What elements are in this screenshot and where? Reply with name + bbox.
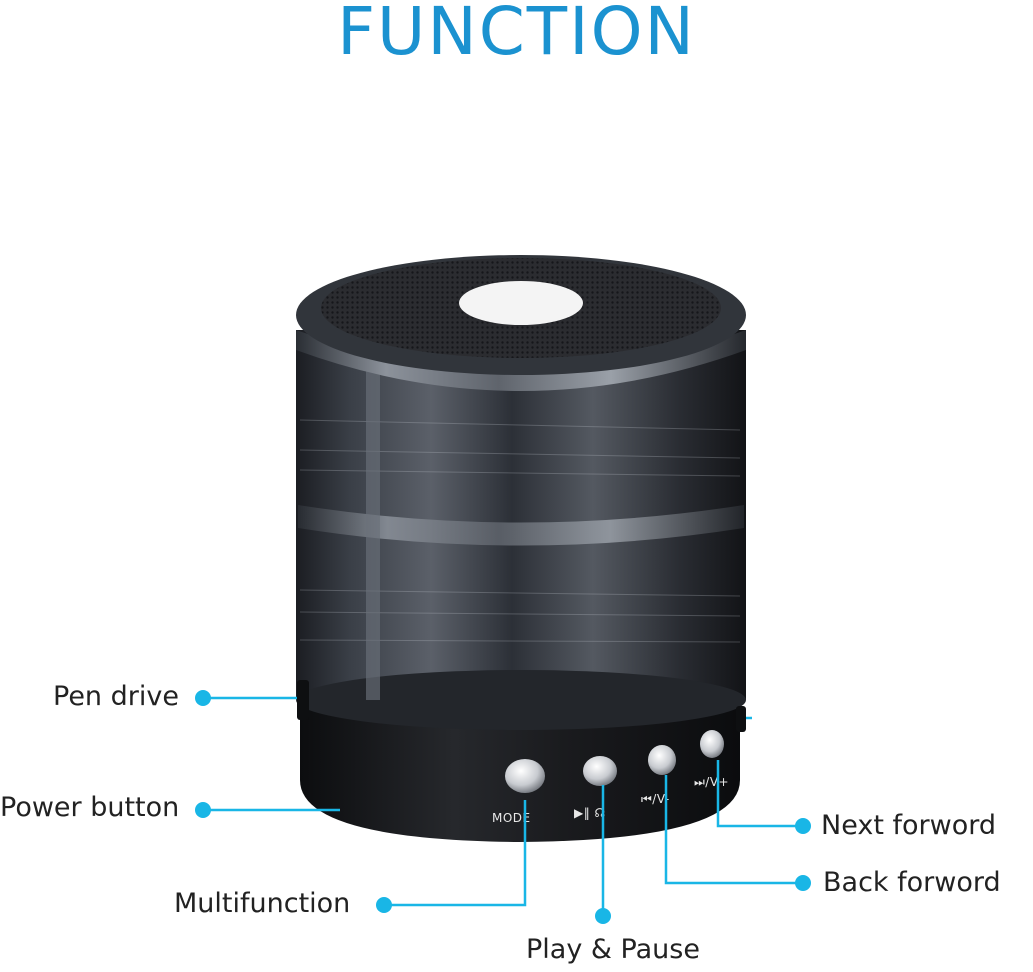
play-pause-button: ▶‖ ☊ — [574, 756, 617, 820]
callout-back-forword: Back forword — [823, 867, 1001, 898]
side-ports — [297, 680, 746, 732]
speaker-body — [296, 330, 746, 730]
page-title: FUNCTION — [337, 0, 696, 70]
next-forword-dot-icon — [795, 818, 811, 834]
pen-drive-dot-icon — [195, 690, 211, 706]
multifunction-dot-icon — [376, 897, 392, 913]
callout-power-button: Power button — [0, 792, 180, 823]
next-symbol-icon: ⏭/V+ — [694, 775, 729, 789]
mode-button: MODE — [492, 759, 545, 825]
callout-dots — [195, 690, 811, 924]
top-logo-plate — [459, 281, 583, 325]
callout-pen-drive: Pen drive — [53, 681, 179, 712]
play-pause-dot-icon — [595, 908, 611, 924]
speaker-top — [296, 255, 746, 391]
callout-multifunction: Multifunction — [174, 888, 351, 919]
back-forword-dot-icon — [795, 875, 811, 891]
back-symbol-icon: ⏮/V- — [641, 792, 670, 806]
control-buttons: MODE ▶‖ ☊ ⏮/V- ⏭/V+ — [492, 730, 729, 825]
callout-lines — [204, 696, 802, 916]
callout-play-pause: Play & Pause — [526, 934, 700, 965]
power-button-dot-icon — [195, 802, 211, 818]
callout-next-forword: Next forword — [821, 810, 996, 841]
back-button: ⏮/V- — [641, 745, 676, 806]
next-button: ⏭/V+ — [694, 730, 729, 789]
play-pause-symbol-icon: ▶‖ ☊ — [574, 806, 606, 820]
mode-button-label: MODE — [492, 811, 531, 825]
